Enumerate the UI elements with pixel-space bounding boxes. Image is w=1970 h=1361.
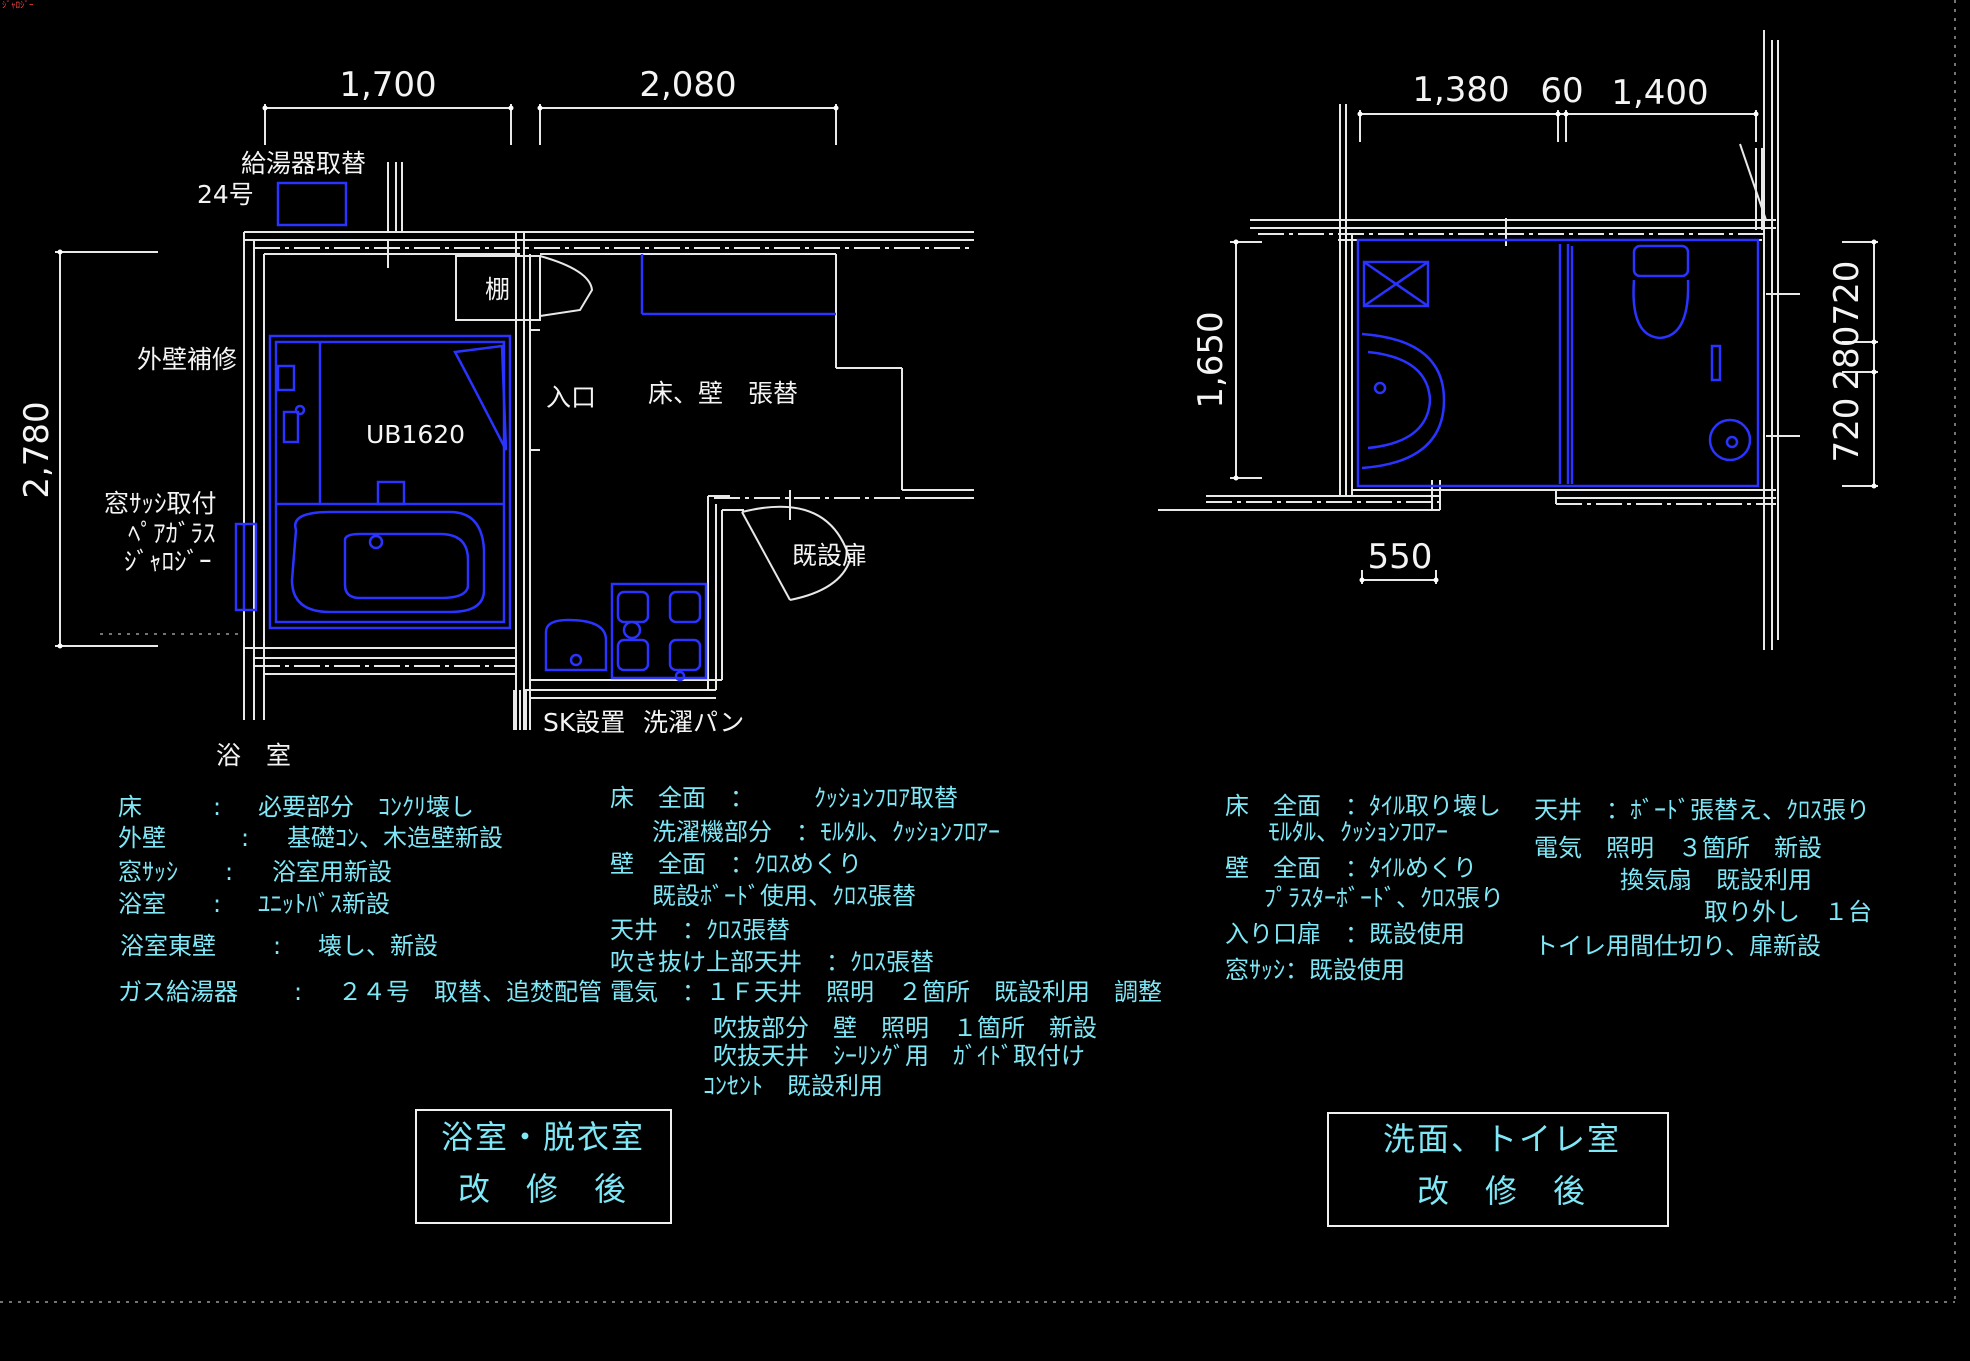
title-bath-line1: 浴室・脱衣室 [441,1118,645,1156]
bath-plan: 1,700 2,080 2,780 [17,65,974,770]
shelf [455,255,594,321]
notes-toilet: 床 全面 ：ﾀｲﾙ取り壊し ﾓﾙﾀﾙ、ｸｯｼｮﾝﾌﾛｱｰ 壁 全面 ：ﾀｲﾙめく… [1225,792,1872,984]
note-bath-text-3: ﾕﾆｯﾄﾊﾞｽ新設 [258,890,390,918]
note-bath-sep-4: : [273,932,281,960]
bath-left-dimension [55,249,158,649]
title-box-bath: 浴室・脱衣室 改 修 後 [415,1109,672,1224]
label-heater-replace: 給湯器取替 [241,149,366,178]
note-bath-text-1: 基礎ｺﾝ、木造壁新設 [287,824,503,852]
note-toilet-left-0: 床 全面 ：ﾀｲﾙ取り壊し [1225,792,1501,820]
note-bath-label-5: ガス給湯器 [118,978,238,1006]
note-bath-sep-2: : [225,858,233,886]
note-toilet-right-1: 電気 照明 ３箇所 新設 [1534,834,1822,862]
note-bath-label-0: 床 [118,793,142,821]
label-outer-wall: 外壁補修 [137,345,237,374]
note-bath-sep-3: : [213,890,221,918]
bath-top-dimension [262,104,839,145]
note-toilet-left-5: 窓ｻｯｼ：既設使用 [1225,956,1405,984]
note-bath-sep-0: : [213,793,221,821]
label-floor-wall: 床、壁 張替 [648,379,798,408]
note-dress-1: 洗濯機部分 ：ﾓﾙﾀﾙ、ｸｯｼｮﾝﾌﾛｱｰ [652,818,1000,846]
note-toilet-left-1: ﾓﾙﾀﾙ、ｸｯｼｮﾝﾌﾛｱｰ [1268,818,1448,846]
dim-1400: 1,400 [1611,73,1708,113]
toilet [1632,244,1752,462]
dim-2780: 2,780 [17,401,57,498]
title-bath-line2: 改 修 後 [458,1170,628,1208]
label-sk: SK設置 [543,708,625,737]
bath-window [234,522,258,612]
dim-1650: 1,650 [1191,311,1231,408]
toilet-left-dimension [1230,239,1262,481]
note-dress-2: 壁 全面 ：ｸﾛｽめくり [610,850,862,878]
sk-sink [544,618,608,672]
label-ub: UB1620 [366,420,465,449]
note-dress-0: 床 全面 ： ｸｯｼｮﾝﾌﾛｱ取替 [610,784,958,812]
note-dress-4: 天井 ：ｸﾛｽ張替 [610,916,790,944]
notes-bath: 床 : 必要部分 ｺﾝｸﾘ壊し 外壁 : 基礎ｺﾝ、木造壁新設 窓ｻｯｼ : 浴… [118,793,602,1006]
note-dress-6: 電気 ：１Ｆ天井 照明 ２箇所 既設利用 調整 [610,978,1162,1006]
label-window-2: ﾍﾟｱｶﾞﾗｽ [128,519,216,548]
note-toilet-left-3: ﾌﾟﾗｽﾀｰﾎﾞｰﾄﾞ、ｸﾛｽ張り [1264,884,1504,912]
label-window-3: ｼﾞｬﾛｼﾞｰ [124,547,212,576]
bath-walls [100,162,974,730]
title-toilet-line2: 改 修 後 [1417,1172,1587,1210]
dim-550: 550 [1368,537,1433,577]
dim-720-bottom: 720 [1827,398,1867,463]
label-shelf: 棚 [485,275,510,304]
toilet-top-dimension [1357,110,1759,142]
dim-1700: 1,700 [339,65,436,105]
note-toilet-right-4: トイレ用間仕切り、扉新設 [1534,932,1821,960]
note-toilet-right-2: 換気扇 既設利用 [1620,866,1812,894]
title-box-toilet: 洗面、トイレ室 改 修 後 [1327,1112,1669,1227]
note-toilet-left-2: 壁 全面 ：ﾀｲﾙめくり [1225,854,1477,882]
note-bath-sep-5: : [294,978,302,1006]
note-bath-label-3: 浴室 [118,890,166,918]
note-dress-7: 吹抜部分 壁 照明 １箇所 新設 [713,1014,1097,1042]
dim-720-top: 720 [1827,261,1867,326]
dim-280: 280 [1827,326,1867,391]
label-entrance: 入口 [546,383,596,412]
dim-60: 60 [1540,71,1583,111]
existing-door-swing [741,490,852,601]
note-bath-text-4: 壊し、新設 [318,932,438,960]
label-bathroom: 浴 室 [216,741,291,770]
note-dress-9: ｺﾝｾﾝﾄ 既設利用 [703,1072,883,1100]
note-dress-3: 既設ﾎﾞｰﾄﾞ使用、ｸﾛｽ張替 [652,882,916,910]
label-heater-no: 24号 [197,180,254,209]
dim-2080: 2,080 [639,65,736,105]
note-bath-label-1: 外壁 [118,824,166,852]
toilet-interior [1356,238,1760,488]
unit-bath [268,334,512,630]
washing-pan [610,582,708,682]
toilet-bottom-dimension [1359,570,1439,584]
notes-dressing: 床 全面 ： ｸｯｼｮﾝﾌﾛｱ取替 洗濯機部分 ：ﾓﾙﾀﾙ、ｸｯｼｮﾝﾌﾛｱｰ … [610,784,1162,1100]
label-pan: 洗濯パン [643,708,744,737]
note-bath-text-0: 必要部分 ｺﾝｸﾘ壊し [258,793,474,821]
note-toilet-right-3: 取り外し １台 [1704,898,1872,926]
title-toilet-line1: 洗面、トイレ室 [1383,1120,1621,1158]
toilet-walls [1158,30,1800,650]
toilet-plan: 1,380 60 1,400 1,650 720 280 720 [1158,30,1878,650]
note-bath-label-4: 浴室東壁 [120,932,216,960]
vanity [1361,260,1446,470]
note-bath-sep-1: : [241,824,249,852]
label-window-1: 窓ｻｯｼ取付 [104,489,217,518]
note-bath-text-5: ２４号 取替、追焚配管 [338,978,602,1006]
note-dress-8: 吹抜天井 ｼｰﾘﾝｸﾞ用 ｶﾞｲﾄﾞ取付け [713,1042,1085,1070]
dim-1380: 1,380 [1412,70,1509,110]
note-bath-label-2: 窓ｻｯｼ [118,858,178,886]
water-heater [276,181,348,227]
corner-tag: ｼﾞｬﾛｼﾞｰ [2,0,34,11]
toilet-right-dimension [1842,239,1878,489]
note-toilet-right-0: 天井 ：ﾎﾞｰﾄﾞ張替え、ｸﾛｽ張り [1534,796,1870,824]
note-bath-text-2: 浴室用新設 [272,858,392,886]
note-toilet-left-4: 入り口扉 ：既設使用 [1225,920,1465,948]
label-existing-door: 既設扉 [792,541,867,570]
note-dress-5: 吹き抜け上部天井 ：ｸﾛｽ張替 [610,948,934,976]
